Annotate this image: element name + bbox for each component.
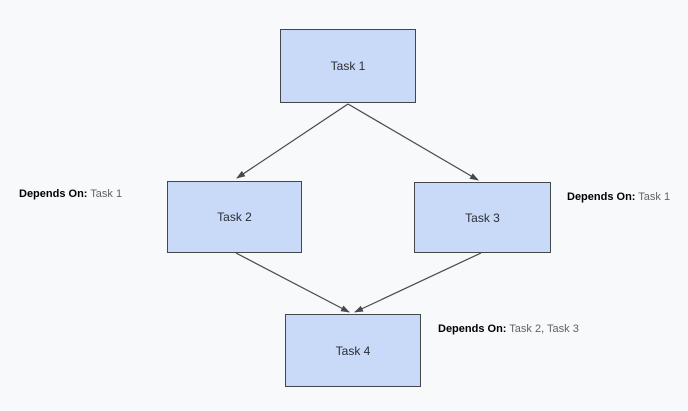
edge-task1-task3 — [347, 103, 479, 181]
node-task2: Task 2 — [167, 181, 302, 253]
node-task4-label: Task 4 — [335, 343, 371, 358]
dependency-label-task4-bold: Depends On: — [438, 323, 507, 335]
dependency-label-task2-bold: Depends On: — [19, 188, 88, 200]
edge-task1-task2 — [236, 103, 349, 179]
dependency-label-task2: Depends On: Task 1 — [19, 188, 122, 201]
node-task4: Task 4 — [285, 314, 421, 387]
dependency-label-task4: Depends On: Task 2, Task 3 — [438, 323, 579, 336]
dependency-label-task3-text: Task 1 — [635, 191, 671, 203]
node-task3: Task 3 — [414, 182, 551, 253]
dependency-label-task3: Depends On: Task 1 — [567, 191, 670, 204]
edge-task3-task4 — [354, 252, 482, 313]
node-task2-label: Task 2 — [217, 210, 252, 224]
edge-task2-task4 — [235, 252, 350, 313]
dependency-label-task2-text: Task 1 — [87, 188, 123, 200]
node-task1: Task 1 — [280, 29, 416, 103]
dependency-label-task3-bold: Depends On: — [567, 191, 636, 203]
dependency-label-task4-text: Task 2, Task 3 — [506, 323, 579, 335]
node-task3-label: Task 3 — [465, 210, 500, 225]
node-task1-label: Task 1 — [330, 59, 366, 73]
